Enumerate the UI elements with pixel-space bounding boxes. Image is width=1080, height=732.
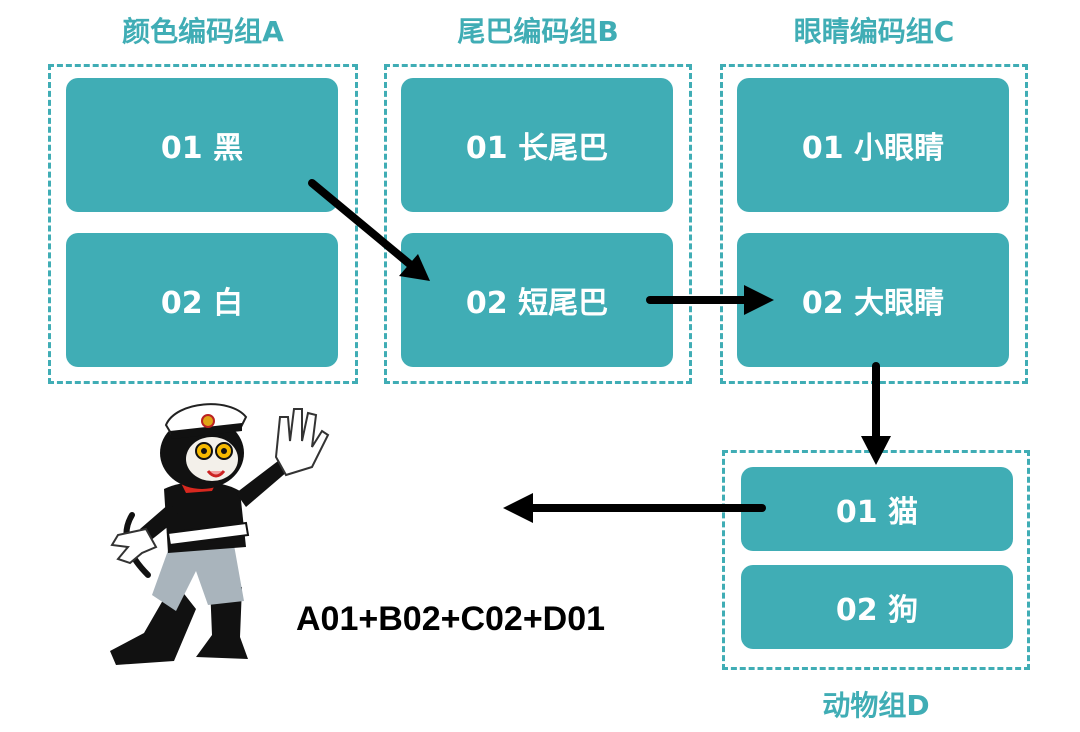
result-formula: A01+B02+C02+D01 <box>296 600 606 638</box>
group-a-item-01[interactable]: 01 黑 <box>66 78 338 212</box>
arrow-a-to-b <box>308 179 416 270</box>
group-c-title: 眼睛编码组C <box>793 15 955 48</box>
group-d-item-01[interactable]: 01 猫 <box>741 467 1013 551</box>
arrowhead-b-to-c <box>744 285 774 315</box>
group-c-item-02[interactable]: 02 大眼睛 <box>737 233 1009 367</box>
arrowhead-d-to-result <box>503 493 533 523</box>
group-b-frame <box>384 64 692 384</box>
arrowhead-a-to-b <box>399 254 430 281</box>
group-b-item-02[interactable]: 02 短尾巴 <box>401 233 673 367</box>
arrowhead-c-to-d <box>861 436 891 465</box>
group-b-item-01[interactable]: 01 长尾巴 <box>401 78 673 212</box>
group-a-item-02[interactable]: 02 白 <box>66 233 338 367</box>
group-c-item-01[interactable]: 01 小眼睛 <box>737 78 1009 212</box>
cartoon-cat-police-icon <box>110 403 330 665</box>
group-a-title: 颜色编码组A <box>122 15 284 48</box>
group-b-title: 尾巴编码组B <box>457 15 619 48</box>
group-d-item-02[interactable]: 02 狗 <box>741 565 1013 649</box>
group-d-title: 动物组D <box>822 689 930 722</box>
